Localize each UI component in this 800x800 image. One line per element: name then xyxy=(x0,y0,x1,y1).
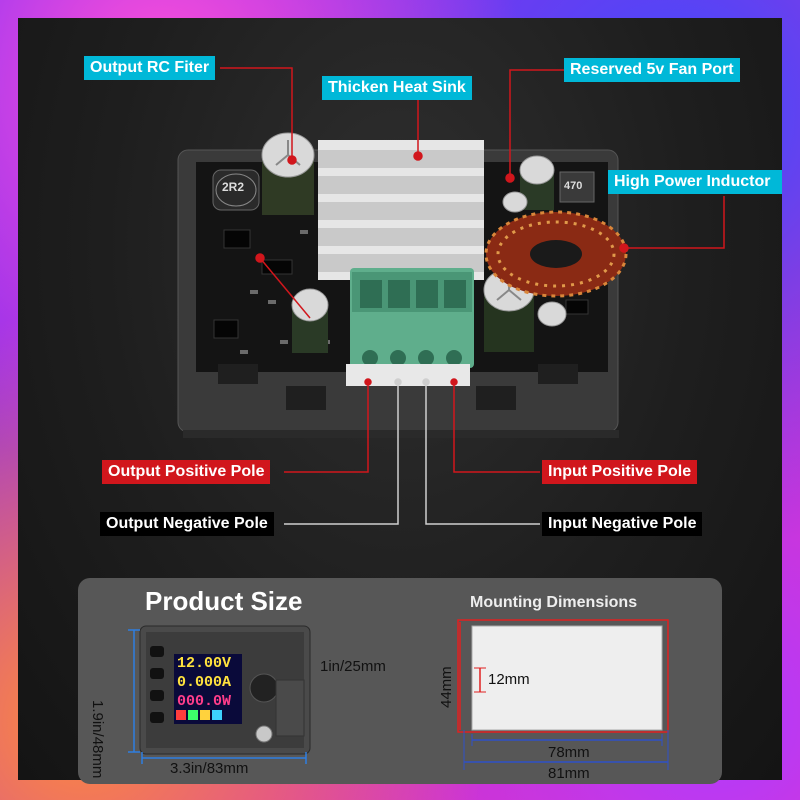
smd-inductor-470 xyxy=(559,171,595,203)
screen-current: 0.000A xyxy=(177,674,232,691)
dim-mount-inner-height: 12mm xyxy=(488,671,530,688)
output-capacitor xyxy=(261,132,315,215)
screen-voltage: 12.00V xyxy=(177,655,232,672)
inductor-marking: 2R2 xyxy=(222,180,245,194)
dim-width: 3.3in/83mm xyxy=(170,760,249,777)
mounting-diagram xyxy=(457,619,669,770)
capacitor-marking: 470 xyxy=(564,180,583,192)
dim-mount-height: 44mm xyxy=(438,666,455,708)
mounting-dimensions-title: Mounting Dimensions xyxy=(470,594,638,611)
dim-depth: 1in/25mm xyxy=(320,658,386,675)
heat-sink xyxy=(318,140,484,280)
label-inductor: High Power Inductor xyxy=(608,170,782,194)
fan-port-capacitor xyxy=(502,155,555,213)
screen-power: 000.0W xyxy=(177,693,232,710)
toroid-inductor xyxy=(484,210,628,298)
label-heat-sink: Thicken Heat Sink xyxy=(322,76,472,100)
label-fan-port: Reserved 5v Fan Port xyxy=(564,58,740,82)
dim-mount-inner-width: 78mm xyxy=(548,744,590,761)
dim-mount-outer-width: 81mm xyxy=(548,765,590,782)
label-input-positive: Input Positive Pole xyxy=(542,460,698,484)
terminal-block xyxy=(350,268,474,368)
label-output-rc-filter: Output RC Fiter xyxy=(84,56,216,80)
label-output-negative: Output Negative Pole xyxy=(100,512,274,536)
filter-capacitor xyxy=(291,288,329,353)
device-front xyxy=(139,625,311,755)
product-size-title: Product Size xyxy=(145,586,303,616)
dim-height: 1.9in/48mm xyxy=(89,700,106,779)
label-input-negative: Input Negative Pole xyxy=(542,512,703,536)
label-output-positive: Output Positive Pole xyxy=(102,460,271,484)
small-inductor xyxy=(212,169,260,211)
